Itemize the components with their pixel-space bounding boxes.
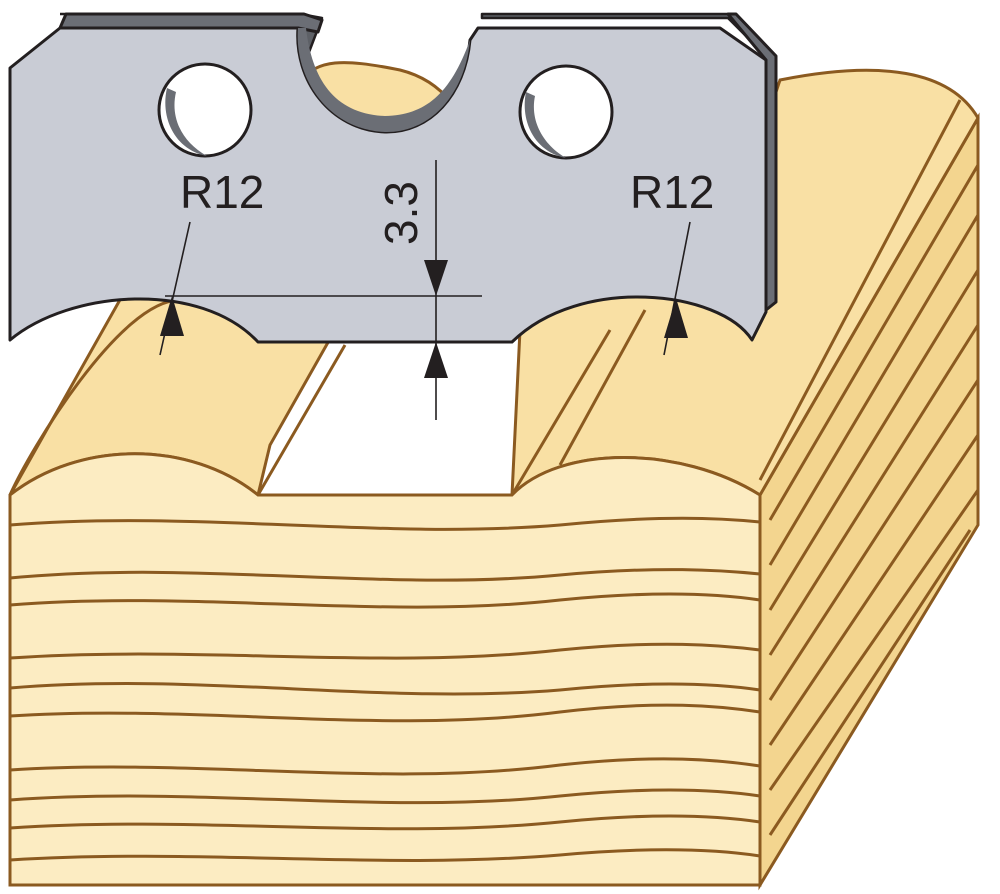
dimension-annotations: 3.3 R12 R12 xyxy=(159,160,714,420)
depth-arrow-up xyxy=(424,342,448,378)
mounting-hole-right xyxy=(518,64,614,160)
radius-right-label: R12 xyxy=(630,166,714,218)
wood-top-ridge-2 xyxy=(510,329,612,496)
radius-left-label: R12 xyxy=(180,166,264,218)
radius-right-arrow xyxy=(664,298,688,338)
wood-front-face xyxy=(8,452,762,887)
wood-front-grain xyxy=(9,516,761,862)
wood-top-ridge-5 xyxy=(8,298,181,496)
depth-label: 3.3 xyxy=(375,181,427,245)
profile-knife-blade xyxy=(8,12,778,344)
wood-side-grain xyxy=(768,164,980,836)
blade-arch-shadow xyxy=(297,28,470,133)
radius-left-arrow xyxy=(160,296,184,336)
mounting-hole-left xyxy=(157,62,253,158)
wood-top-ridge-1 xyxy=(256,344,347,496)
wood-top-ridge-4 xyxy=(758,99,962,481)
depth-arrow-down xyxy=(424,260,448,296)
wood-top-ridge-3 xyxy=(558,309,647,466)
